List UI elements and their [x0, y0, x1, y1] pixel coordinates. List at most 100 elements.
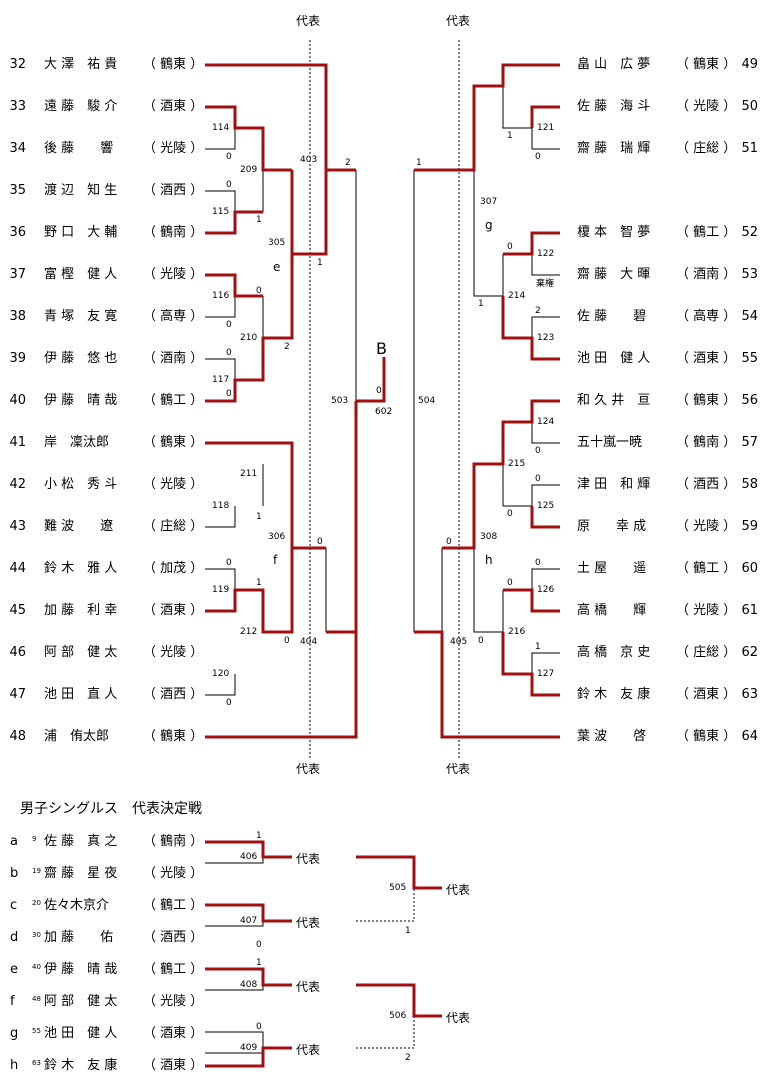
- player-number: 55: [741, 351, 758, 366]
- playoff-dotted: [356, 888, 415, 1049]
- player-name: 高 橋 京 史: [577, 645, 651, 660]
- playoff-rep-label: 代表: [296, 980, 321, 994]
- match-number: 116: [212, 291, 230, 301]
- score: 0: [376, 386, 382, 396]
- player-number: 64: [741, 729, 758, 744]
- player-team: （ 鶴東 ）: [143, 57, 204, 72]
- player-team: （ 光陵 ）: [143, 645, 204, 660]
- player-team: （ 光陵 ）: [143, 477, 204, 492]
- match-number: 305: [268, 238, 286, 248]
- playoff-rep-label: 代表: [296, 916, 321, 930]
- player-number: 57: [741, 435, 758, 450]
- player-team: （ 庄総 ）: [143, 519, 204, 534]
- score: 1: [256, 578, 262, 588]
- player-team: （ 高専 ）: [143, 309, 204, 324]
- player-number: 60: [741, 561, 758, 576]
- match-number: 120: [212, 669, 230, 679]
- player-name: 池 田 健 人: [577, 351, 651, 366]
- playoff-team: （ 光陵 ）: [143, 866, 204, 881]
- match-number: 306: [268, 532, 286, 542]
- playoff-seed: 9: [32, 835, 37, 843]
- playoff-name: 佐々木京介: [44, 898, 110, 913]
- player-name: 浦 侑太郎: [44, 729, 110, 744]
- player-number: 54: [741, 309, 758, 324]
- score: 2: [405, 1053, 411, 1063]
- match-number: 117: [212, 375, 230, 385]
- player-team: （ 庄総 ）: [676, 645, 737, 660]
- match-number: 114: [212, 123, 230, 133]
- player-team: （ 光陵 ）: [676, 99, 737, 114]
- score: 2: [284, 342, 290, 352]
- playoff-letter: e: [10, 962, 18, 977]
- player-team: （ 光陵 ）: [676, 603, 737, 618]
- player-team: （ 酒西 ）: [143, 183, 204, 198]
- player-name: 富 樫 健 人: [44, 267, 118, 282]
- playoff-title: 男子シングルス 代表決定戦: [20, 801, 202, 817]
- match-number: 122: [537, 249, 555, 259]
- score: 0: [226, 558, 232, 568]
- player-name: 池 田 直 人: [44, 687, 118, 702]
- player-number: 37: [9, 267, 26, 282]
- player-number: 58: [741, 477, 758, 492]
- player-name: 野 口 大 輔: [44, 225, 118, 240]
- match-number: 215: [508, 459, 526, 469]
- rep-label-bottom-left: 代表: [296, 762, 321, 776]
- player-number: 36: [9, 225, 26, 240]
- player-team: （ 鶴東 ）: [143, 435, 204, 450]
- score: 0: [226, 152, 232, 162]
- player-number: 32: [9, 57, 26, 72]
- player-number: 46: [9, 645, 26, 660]
- player-number: 42: [9, 477, 26, 492]
- player-name: 榎 本 智 夢: [577, 225, 651, 240]
- player-number: 48: [9, 729, 26, 744]
- player-number: 53: [741, 267, 758, 282]
- player-number: 63: [741, 687, 758, 702]
- player-name: 伊 藤 晴 哉: [44, 393, 118, 408]
- player-name: 土 屋 遥: [577, 561, 647, 576]
- match-number: 407: [240, 916, 258, 926]
- playoff-name: 加 藤 佑: [44, 930, 114, 945]
- playoff-seed: 30: [32, 931, 41, 939]
- playoff-rep-label: 代表: [446, 883, 471, 897]
- match-number: 210: [240, 333, 258, 343]
- playoff-letter: d: [10, 930, 19, 945]
- player-name: 五十嵐一暁: [577, 435, 643, 450]
- player-team: （ 酒南 ）: [676, 267, 737, 282]
- player-team: （ 鶴東 ）: [143, 729, 204, 744]
- match-number: 307: [480, 197, 498, 207]
- playoff-seed: 40: [32, 963, 41, 971]
- player-name: 原 幸 成: [577, 519, 647, 534]
- score: 1: [416, 158, 422, 168]
- match-number: 406: [240, 852, 258, 862]
- player-team: （ 鶴南 ）: [676, 435, 737, 450]
- rep-label-top-left: 代表: [296, 14, 321, 28]
- player-number: 45: [9, 603, 26, 618]
- player-team: （ 鶴南 ）: [143, 225, 204, 240]
- score: 1: [405, 926, 411, 936]
- playoff-name: 池 田 健 人: [44, 1026, 118, 1041]
- playoff-seed: 48: [32, 995, 41, 1003]
- match-number: 505: [389, 883, 407, 893]
- score: 1: [507, 131, 513, 141]
- match-number: 127: [537, 669, 555, 679]
- playoff-rep-label: 代表: [296, 1043, 321, 1057]
- player-team: （ 酒西 ）: [143, 687, 204, 702]
- player-number: 49: [741, 57, 758, 72]
- playoff-team: （ 酒西 ）: [143, 930, 204, 945]
- score: 0: [317, 537, 323, 547]
- player-team: （ 酒東 ）: [676, 351, 737, 366]
- score: 0: [256, 286, 262, 296]
- block-label: B: [376, 339, 387, 358]
- playoff-name: 伊 藤 晴 哉: [44, 962, 118, 977]
- score: 0: [284, 636, 290, 646]
- match-number: 405: [450, 637, 468, 647]
- match-number: 209: [240, 165, 258, 175]
- playoff-rep-label: 代表: [446, 1011, 471, 1025]
- player-number: 62: [741, 645, 758, 660]
- playoff-letter: g: [10, 1026, 19, 1041]
- player-name: 渡 辺 知 生: [44, 183, 118, 198]
- rep-label-bottom-right: 代表: [446, 762, 471, 776]
- player-name: 高 橋 輝: [577, 603, 647, 618]
- score: 1: [535, 642, 541, 652]
